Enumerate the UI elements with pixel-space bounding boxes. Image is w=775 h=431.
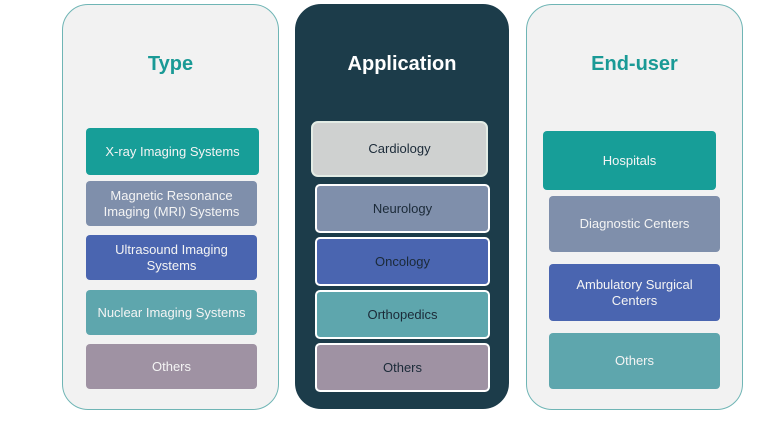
- application-item-orthopedics: Orthopedics: [315, 290, 490, 339]
- application-panel-title: Application: [347, 53, 457, 75]
- end-user-item-diagnostic-centers: Diagnostic Centers: [549, 196, 720, 252]
- application-item-others: Others: [315, 343, 490, 392]
- application-panel: Application Cardiology Neurology Oncolog…: [295, 4, 509, 409]
- type-item-ultrasound: Ultrasound Imaging Systems: [86, 235, 257, 280]
- end-user-panel: End-user Hospitals Diagnostic Centers Am…: [526, 4, 743, 410]
- type-item-xray: X-ray Imaging Systems: [86, 128, 259, 175]
- end-user-item-hospitals: Hospitals: [543, 131, 716, 190]
- end-user-item-ambulatory-surgical-centers: Ambulatory Surgical Centers: [549, 264, 720, 321]
- type-panel-title: Type: [147, 53, 194, 75]
- end-user-panel-title: End-user: [591, 53, 678, 75]
- application-item-cardiology: Cardiology: [311, 121, 488, 177]
- application-item-neurology: Neurology: [315, 184, 490, 233]
- end-user-item-others: Others: [549, 333, 720, 389]
- type-item-others: Others: [86, 344, 257, 389]
- application-item-oncology: Oncology: [315, 237, 490, 286]
- type-item-mri: Magnetic Resonance Imaging (MRI) Systems: [86, 181, 257, 226]
- type-panel: Type X-ray Imaging Systems Magnetic Reso…: [62, 4, 279, 410]
- type-item-nuclear: Nuclear Imaging Systems: [86, 290, 257, 335]
